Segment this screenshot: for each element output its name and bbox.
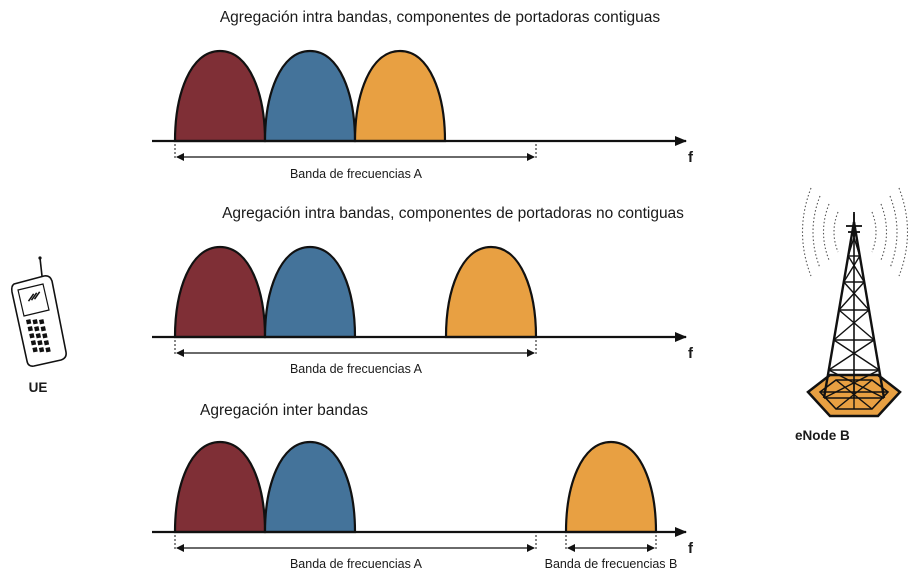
keypad-key <box>27 326 33 332</box>
enodeb-label: eNode B <box>795 428 850 443</box>
tower-brace <box>847 255 865 283</box>
tower-brace <box>838 281 865 311</box>
band-a-label: Banda de frecuencias A <box>290 557 423 571</box>
axis-label-f: f <box>688 149 694 166</box>
keypad-key <box>32 319 38 325</box>
tower-brace <box>847 231 857 257</box>
band-a-label: Banda de frecuencias A <box>290 362 423 376</box>
carrier-red <box>173 49 267 143</box>
carrier-orange <box>353 49 447 143</box>
keypad-key <box>34 326 40 332</box>
tower-brace <box>828 369 885 399</box>
carrier-blue <box>263 245 357 339</box>
tower-brace <box>838 309 875 341</box>
scenario-title: Agregación intra bandas, componentes de … <box>220 9 661 26</box>
carrier-red <box>173 245 267 339</box>
scenario-inter-band: Agregación inter bandas f Banda de frecu… <box>152 402 694 571</box>
keypad-key <box>35 333 42 339</box>
tower-brace <box>823 369 880 399</box>
keypad-key <box>25 319 32 325</box>
carrier-red <box>173 440 267 534</box>
keypad-key <box>32 347 38 353</box>
tower-brace <box>833 309 870 341</box>
keypad-key <box>45 347 51 353</box>
keypad-key <box>42 333 48 339</box>
keypad-key <box>29 333 35 339</box>
band-a-label: Banda de frecuencias A <box>290 167 423 181</box>
tower-brace <box>833 339 880 371</box>
carrier-orange <box>444 245 538 339</box>
scenario-non-contiguous: Agregación intra bandas, componentes de … <box>152 205 694 376</box>
mobile-phone-icon <box>10 256 67 367</box>
band-b-label: Banda de frecuencias B <box>545 557 678 571</box>
axis-label-f: f <box>688 540 694 557</box>
carrier-blue <box>263 49 357 143</box>
keypad-key <box>37 340 43 346</box>
tower-brace <box>851 231 861 257</box>
scenario-contiguous: Agregación intra bandas, componentes de … <box>152 9 694 181</box>
keypad-key <box>38 347 45 353</box>
tower-brace <box>843 255 861 283</box>
keypad-key <box>40 326 46 332</box>
scenario-title: Agregación intra bandas, componentes de … <box>222 205 684 222</box>
carrier-orange <box>564 440 658 534</box>
tower-brace <box>843 281 870 311</box>
ue-label: UE <box>29 380 48 395</box>
axis-label-f: f <box>688 345 694 362</box>
carrier-blue <box>263 440 357 534</box>
tower-brace <box>828 339 875 371</box>
scenario-title: Agregación inter bandas <box>200 402 368 419</box>
cell-tower-icon <box>801 187 908 418</box>
keypad-key <box>38 319 45 325</box>
keypad-key <box>30 340 37 346</box>
keypad-key <box>43 340 50 346</box>
